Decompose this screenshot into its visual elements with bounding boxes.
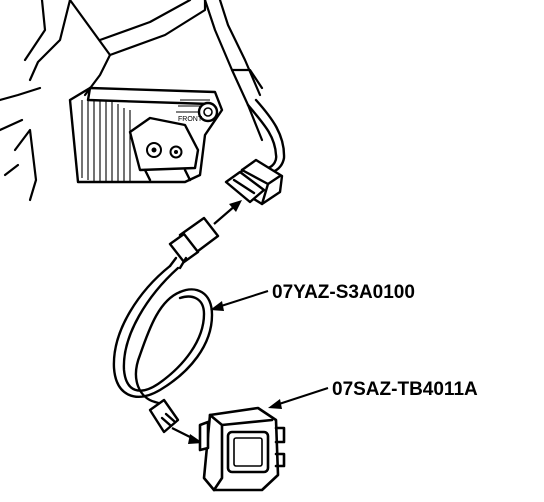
connect-arrow-icon [213, 200, 242, 225]
bolt-right-icon [169, 145, 183, 159]
tester-unit [198, 406, 286, 492]
callout-extension-cable: 07YAZ-S3A0100 [210, 282, 415, 311]
vehicle-connector [224, 158, 284, 206]
tester-part-label: 07SAZ-TB4011A [332, 379, 478, 400]
mount-bolt-icon [197, 101, 219, 123]
plug-arrow-icon [171, 427, 203, 444]
bolt-left-icon [146, 142, 162, 158]
extension-cable-part-label: 07YAZ-S3A0100 [272, 282, 415, 303]
bracket-marking: FRONT [178, 116, 203, 123]
vehicle-body-structure [0, 0, 264, 202]
callout-tester: 07SAZ-TB4011A [268, 379, 478, 409]
mounting-bracket [68, 86, 224, 184]
body-shading [81, 99, 214, 182]
extension-cable-connector [168, 216, 220, 270]
vehicle-harness [246, 98, 286, 174]
extension-cable-coil [112, 264, 214, 420]
tester-plug [148, 398, 180, 434]
